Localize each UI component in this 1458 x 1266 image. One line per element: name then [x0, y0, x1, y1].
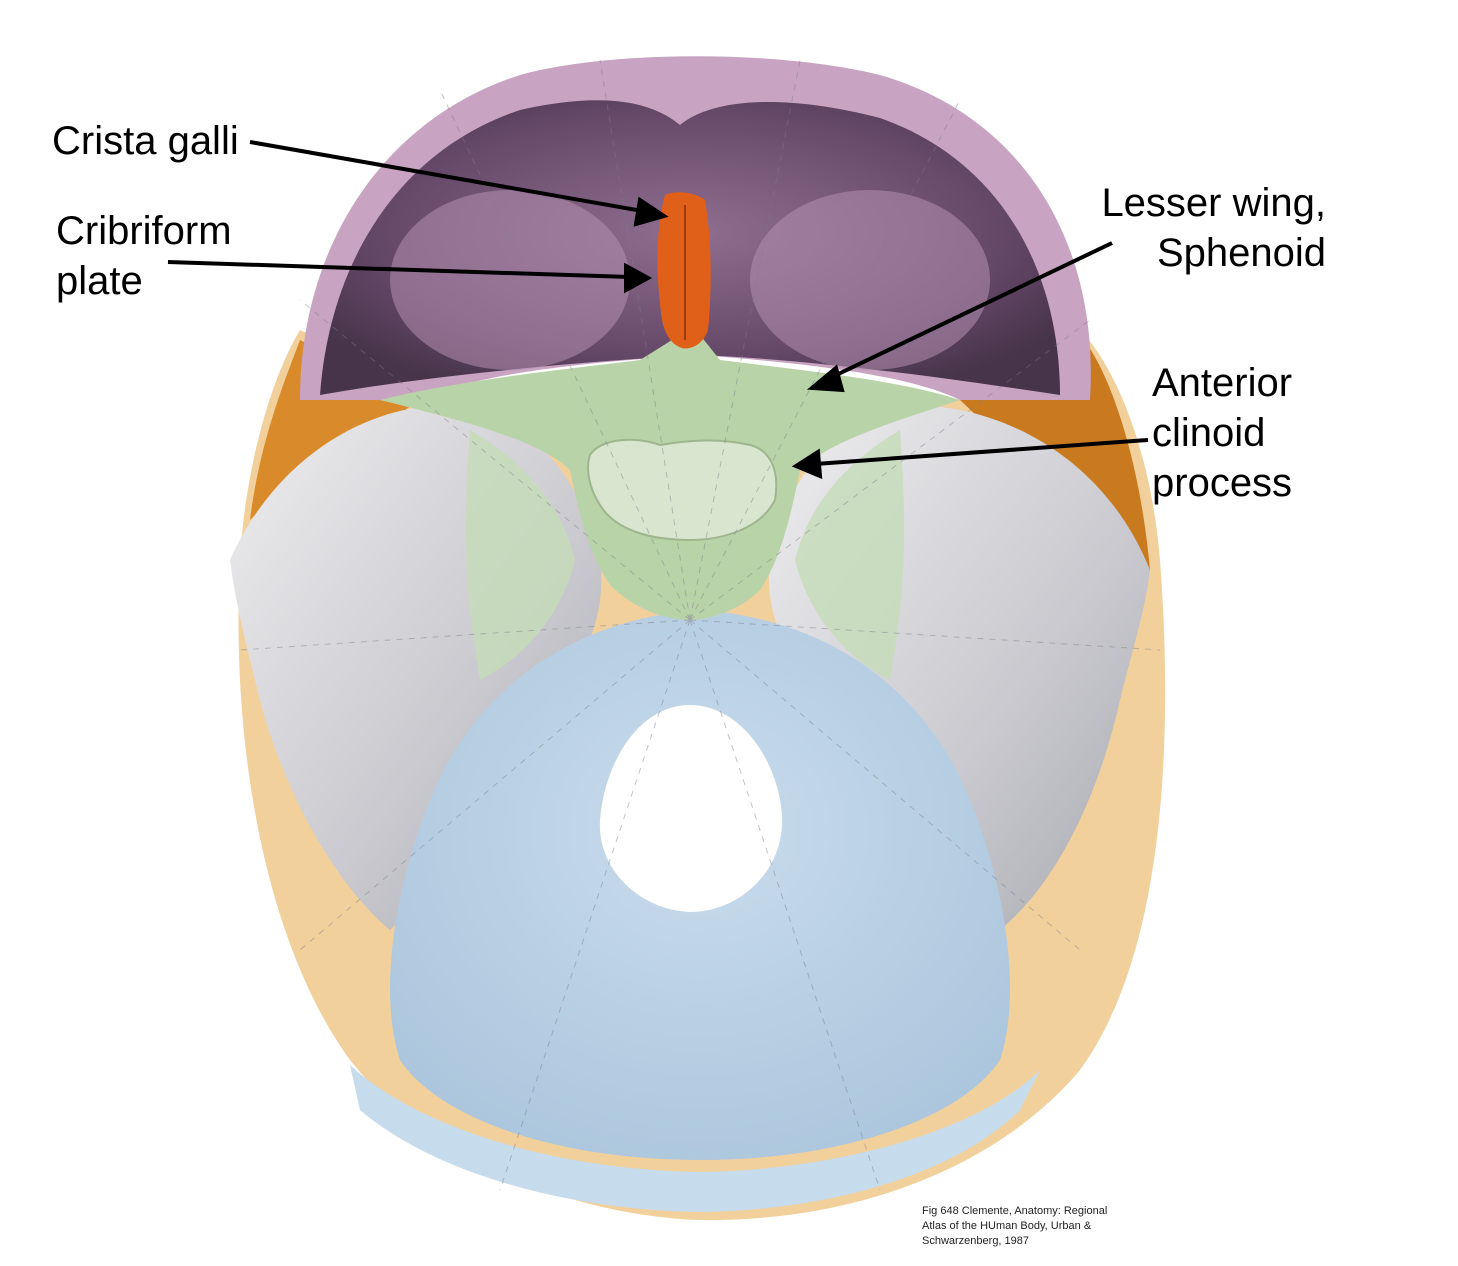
label-crista-galli: Crista galli — [52, 116, 239, 166]
label-lesser-wing-sphenoid: Lesser wing, Sphenoid — [1060, 178, 1326, 278]
label-cribriform-plate: Cribriform plate — [56, 206, 232, 306]
arrow-lesser-wing — [829, 241, 1113, 380]
arrow-crista-galli — [249, 140, 649, 214]
label-anterior-line2: clinoid — [1152, 411, 1266, 455]
sphenoid-greater-wing-right — [795, 430, 905, 680]
figure-citation: Fig 648 Clemente, Anatomy: Regional Atla… — [922, 1204, 1192, 1249]
arrow-cribriform-plate — [167, 260, 631, 279]
label-anterior-line3: process — [1152, 461, 1293, 505]
citation-line3: Schwarzenberg, 1987 — [922, 1235, 1030, 1247]
label-anterior-line1: Anterior — [1152, 361, 1293, 405]
label-lesser-wing-line1: Lesser wing, — [1101, 181, 1326, 225]
foramen-magnum — [599, 705, 783, 912]
citation-line2: Atlas of the HUman Body, Urban & — [922, 1220, 1092, 1232]
citation-line1: Fig 648 Clemente, Anatomy: Regional — [922, 1205, 1108, 1217]
label-lesser-wing-line2: Sphenoid — [1156, 231, 1326, 275]
label-anterior-clinoid-process: Anterior clinoid process — [1152, 358, 1292, 508]
occipital-rim — [350, 1065, 1040, 1212]
sella-turcica — [587, 438, 778, 542]
radial-guide-lines — [239, 59, 1161, 1191]
arrow-anterior-clinoid — [814, 438, 1149, 466]
label-cribriform-line1: Cribriform — [56, 209, 232, 253]
label-cribriform-line2: plate — [56, 259, 143, 303]
label-arrows — [167, 140, 1149, 480]
sphenoid-greater-wing-left — [465, 430, 575, 680]
label-crista-galli-text: Crista galli — [52, 119, 239, 163]
